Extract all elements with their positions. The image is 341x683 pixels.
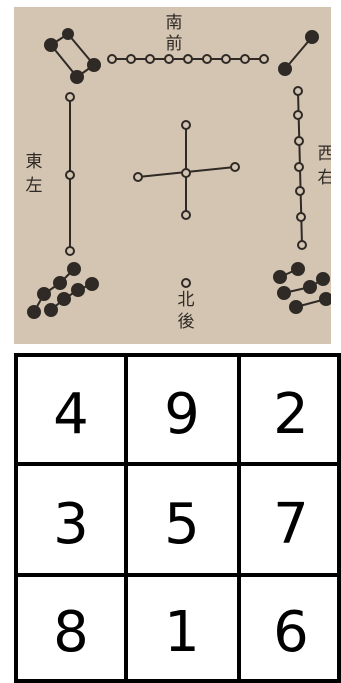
- cell-r3c2: 1: [164, 600, 200, 665]
- lo-shu-dot-diagram: 南 前 東 左: [14, 7, 331, 344]
- cell-r3c3: 6: [273, 600, 309, 665]
- label-south: 南: [166, 13, 183, 33]
- cell-r1c2: 9: [164, 382, 200, 447]
- label-west: 西: [318, 144, 332, 164]
- cell-r1c1: 4: [53, 382, 89, 447]
- south-group-nine: [108, 55, 268, 63]
- label-back: 後: [178, 312, 195, 332]
- north-group-one: [182, 279, 190, 287]
- label-left: 左: [26, 176, 43, 196]
- cell-r2c1: 3: [53, 492, 89, 557]
- cell-r2c3: 7: [273, 492, 309, 557]
- label-north: 北: [178, 290, 195, 310]
- label-front: 前: [166, 34, 183, 54]
- label-east: 東: [26, 152, 43, 172]
- label-right: 右: [318, 168, 332, 188]
- magic-square-grid: 4 9 2 3 5 7 8 1 6: [14, 353, 341, 683]
- cell-r2c2: 5: [164, 492, 200, 557]
- cell-r1c3: 2: [273, 382, 309, 447]
- cell-r3c1: 8: [53, 600, 89, 665]
